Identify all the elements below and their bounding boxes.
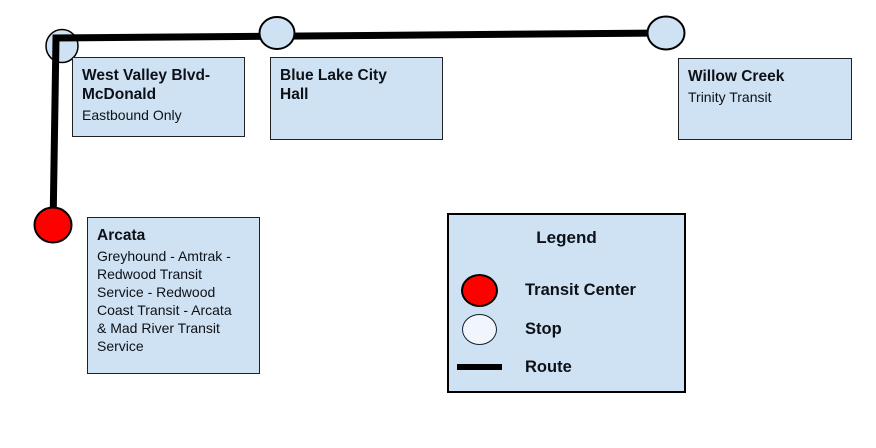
- legend-item-stop: Stop: [449, 311, 684, 347]
- stop-subtitle: Trinity Transit: [688, 89, 772, 105]
- stop-label-willow-creek: Willow Creek Trinity Transit: [678, 58, 852, 140]
- legend-item-label: Stop: [525, 319, 562, 338]
- legend-title: Legend: [536, 228, 597, 247]
- stop-label-arcata: Arcata Greyhound - Amtrak - Redwood Tran…: [87, 217, 260, 374]
- transit-center-marker-arcata: [33, 206, 73, 244]
- route-line: [49, 29, 667, 229]
- legend-item-label: Transit Center: [525, 280, 636, 299]
- stop-title: Blue Lake City Hall: [280, 67, 387, 103]
- stop-marker-willow-creek: [646, 15, 686, 51]
- stop-label-west-valley: West Valley Blvd- McDonald Eastbound Onl…: [72, 57, 245, 137]
- route-symbol-icon: [456, 364, 502, 370]
- transit-center-symbol-icon: [460, 273, 498, 307]
- stop-subtitle: Greyhound - Amtrak - Redwood Transit Ser…: [97, 248, 232, 354]
- stop-title: West Valley Blvd- McDonald: [82, 67, 211, 103]
- stop-title: Willow Creek: [688, 68, 785, 85]
- legend-item-transit-center: Transit Center: [449, 270, 684, 310]
- stop-subtitle: Eastbound Only: [82, 107, 182, 123]
- legend-item-label: Route: [525, 357, 572, 376]
- stop-symbol-icon: [461, 313, 497, 345]
- legend-box: Legend Transit Center Stop Route: [447, 213, 686, 393]
- stop-marker-blue-lake: [258, 16, 296, 50]
- legend-item-route: Route: [449, 357, 684, 377]
- stop-label-blue-lake: Blue Lake City Hall: [270, 57, 443, 140]
- stop-title: Arcata: [97, 227, 146, 244]
